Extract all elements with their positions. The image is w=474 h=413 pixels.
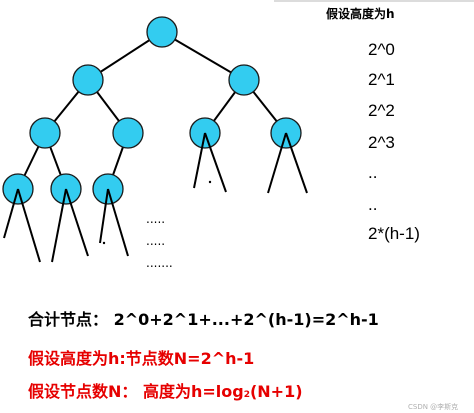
tree-ellipsis-1: ..... [146,212,166,226]
summary-formula: 合计节点： 2^0+2^1+...+2^(h-1)=2^h-1 [28,310,379,329]
leaf-branch-2 [267,132,287,194]
power-ellipsis-1: .. [368,163,378,182]
formula-height-prefix: 假设节点数N： 高度为h=log [28,382,244,401]
leaf-branch-3 [285,132,308,194]
tree-node-n4 [112,117,144,149]
power-level-3: 2^3 [368,133,395,152]
formula-height-log-base: 2 [243,390,250,400]
leaf-branches [3,132,308,263]
leaf-branch-8 [99,188,109,244]
leaf-branch-0 [193,132,206,189]
leaf-branch-6 [51,188,67,263]
leaf-branch-9 [107,188,129,257]
formula-height-suffix: (N+1) [249,382,303,401]
power-level-h: 2*(h-1) [368,224,420,243]
tree-edge-1 [161,31,245,81]
tree-ellipsis-2: ..... [146,234,166,248]
leaf-branch-5 [17,188,41,263]
tree-node-n0 [146,16,178,48]
tree-node-n2 [228,64,260,96]
watermark: CSDN @李斯克 [408,403,459,411]
leaf-branch-1 [204,132,227,193]
tree-node-n1 [72,64,104,96]
formula-node-count: 假设高度为h:节点数N=2^h-1 [28,349,255,368]
tree-edges [17,31,287,190]
top-edge-bar [274,0,474,2]
formula-height: 假设节点数N： 高度为h=log2(N+1) [28,378,303,402]
tree-node-n3 [29,117,61,149]
header-title: 假设高度为h [326,7,395,21]
binary-tree-diagram [2,16,308,263]
tree-nodes [2,16,302,205]
power-level-1: 2^1 [368,70,395,89]
leaf-branch-4 [3,188,19,239]
subtree-dot-0 [208,180,212,184]
power-ellipsis-2: .. [368,195,378,214]
power-level-2: 2^2 [368,101,395,120]
power-level-0: 2^0 [368,40,395,59]
tree-ellipsis-3: ....... [146,256,173,270]
leaf-branch-7 [65,188,89,257]
subtree-dot-1 [102,241,106,245]
